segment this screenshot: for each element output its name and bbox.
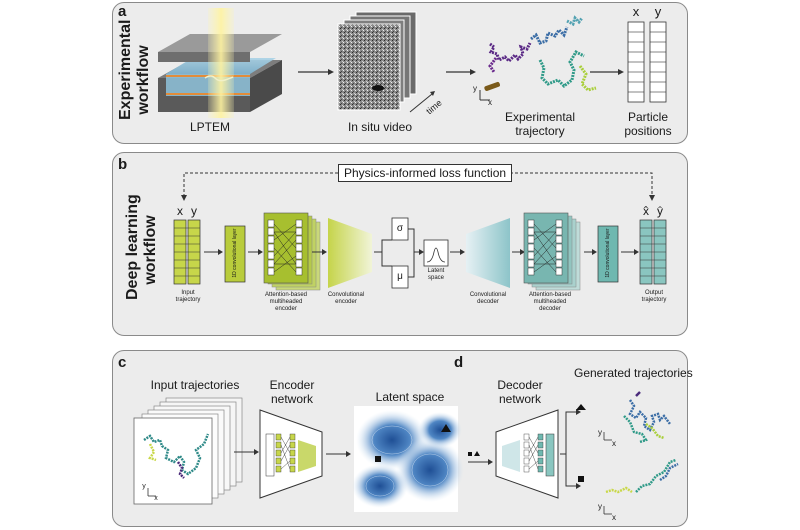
- panel-b-side-title-line2: workflow: [142, 215, 159, 285]
- positions-x-header: x: [632, 4, 640, 19]
- input-x-axis-label: x: [154, 495, 158, 502]
- physics-loss-label: Physics-informed loss function: [338, 164, 513, 182]
- conv-encoder-label: Convolutional encoder: [318, 292, 374, 306]
- output-yhat-header: ŷ: [657, 204, 663, 218]
- attention-decoder-label: Attention-based multiheaded decoder: [518, 292, 582, 313]
- panel-b-side-title-line1: Deep learning: [124, 194, 141, 300]
- input-x-header: x: [177, 204, 183, 218]
- input-trajectories-label: Input trajectories: [150, 378, 240, 392]
- input-trajectory-label: Input trajectory: [166, 290, 210, 304]
- decoder-line1: Decoder: [497, 378, 543, 392]
- output-xhat-header: x̂: [643, 204, 649, 218]
- latent-line2: space: [427, 275, 444, 281]
- lptem-label: LPTEM: [189, 120, 230, 134]
- positions-label-line1: Particle: [627, 110, 668, 124]
- latent-space-label: Latent space: [420, 268, 452, 282]
- conv-enc-line2: encoder: [335, 299, 357, 305]
- gen1-x-axis-label: x: [612, 439, 616, 448]
- trajectory-label-line1: Experimental: [504, 110, 576, 124]
- conv-dec-line2: decoder: [477, 299, 499, 305]
- panel-a-letter: a: [118, 3, 127, 20]
- panel-a-side-title-line2: workflow: [135, 45, 152, 115]
- attn-enc-line3: encoder: [275, 306, 297, 312]
- input-traj-line1: Input: [181, 290, 195, 296]
- particle-positions-label: Particle positions: [608, 110, 688, 138]
- attention-encoder-label: Attention-based multiheaded encoder: [254, 292, 318, 313]
- sigma-label: σ: [396, 223, 404, 234]
- experimental-trajectory-label: Experimental trajectory: [500, 110, 580, 138]
- output-trajectory-label: Output trajectory: [632, 290, 676, 304]
- input-traj-line2: trajectory: [175, 297, 201, 303]
- latent-space-title: Latent space: [375, 390, 445, 404]
- mu-label: μ: [397, 271, 403, 282]
- attn-enc-line1: Attention-based: [264, 292, 308, 298]
- encoder-line2: network: [270, 392, 314, 406]
- output-traj-line2: trajectory: [641, 297, 667, 303]
- panel-a-side-title-line1: Experimental: [117, 19, 134, 120]
- conv-enc-line1: Convolutional: [327, 292, 365, 298]
- panel-b-letter: b: [118, 156, 128, 173]
- conv1d-decoder-label: 1D convolutional layer: [605, 228, 611, 278]
- attn-dec-line1: Attention-based: [528, 292, 572, 298]
- conv1d-encoder-label: 1D convolutional layer: [232, 228, 238, 278]
- latent-line1: Latent: [427, 268, 445, 274]
- traj-x-axis-label: x: [488, 98, 492, 107]
- panel-b-side-title: Deep learning workflow: [124, 194, 160, 300]
- output-traj-line1: Output: [644, 290, 663, 296]
- generated-trajectories-label: Generated trajectories: [574, 366, 693, 380]
- encoder-line1: Encoder: [269, 378, 315, 392]
- conv-decoder-label: Convolutional decoder: [460, 292, 516, 306]
- gen2-y-axis-label: y: [598, 502, 602, 511]
- positions-label-line2: positions: [624, 124, 672, 138]
- positions-y-header: y: [654, 4, 662, 19]
- decoder-network-label: Decoder network: [490, 378, 550, 406]
- in-situ-video-label: In situ video: [347, 120, 413, 134]
- gen1-y-axis-label: y: [598, 428, 602, 437]
- encoder-network-label: Encoder network: [262, 378, 322, 406]
- decoder-line2: network: [498, 392, 542, 406]
- input-y-axis-label: y: [142, 483, 146, 490]
- traj-y-axis-label: y: [473, 84, 477, 93]
- panel-c-letter: c: [118, 354, 127, 371]
- attn-enc-line2: multiheaded: [269, 299, 303, 305]
- panel-a-side-title: Experimental workflow: [117, 19, 153, 120]
- attn-dec-line3: decoder: [539, 306, 561, 312]
- panel-d-letter: d: [454, 354, 464, 371]
- conv-dec-line1: Convolutional: [469, 292, 507, 298]
- trajectory-label-line2: trajectory: [515, 124, 565, 138]
- attn-dec-line2: multiheaded: [533, 299, 567, 305]
- input-y-header: y: [191, 204, 197, 218]
- gen2-x-axis-label: x: [612, 513, 616, 522]
